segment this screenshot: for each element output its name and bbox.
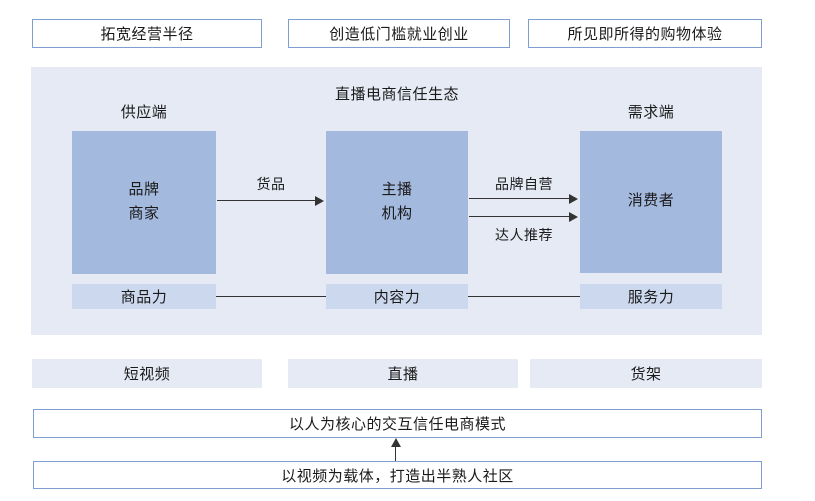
platform-box-live-stream: 直播 [288, 359, 518, 388]
flow-line-influencer-recommendation [469, 216, 571, 217]
outcome-box-2: 创造低门槛就业创业 [288, 19, 510, 48]
statement-connector-arrowhead [391, 438, 401, 447]
capability-label-service-power: 服务力 [627, 290, 675, 306]
outcome-box-3: 所见即所得的购物体验 [528, 19, 762, 48]
capability-connector-left [216, 296, 326, 297]
capability-label-content-power: 内容力 [373, 290, 421, 306]
flow-arrowhead-brand-self-operated [569, 194, 578, 204]
statement-box-trust-model: 以人为核心的交互信任电商模式 [33, 409, 762, 438]
platform-label-live-stream: 直播 [387, 367, 419, 383]
statement-label-trust-model: 以人为核心的交互信任电商模式 [288, 417, 506, 433]
capability-label-product-power: 商品力 [120, 290, 168, 306]
actor-box-consumer: 消费者 [580, 131, 722, 273]
platform-box-short-video: 短视频 [32, 359, 262, 388]
demand-side-label: 需求端 [627, 105, 675, 121]
flow-label-goods: 货品 [256, 178, 286, 193]
outcome-label-1: 拓宽经营半径 [100, 27, 194, 43]
outcome-label-3: 所见即所得的购物体验 [567, 27, 723, 43]
actor-label-anchor-line1: 主播 [381, 182, 413, 199]
capability-box-product-power: 商品力 [72, 284, 216, 309]
flow-label-brand-self-operated: 品牌自营 [495, 178, 553, 193]
actor-label-brand-line1: 品牌 [128, 182, 160, 199]
flow-line-brand-self-operated [469, 198, 571, 199]
platform-box-shelf: 货架 [530, 359, 762, 388]
outcome-label-2: 创造低门槛就业创业 [329, 27, 469, 43]
capability-box-content-power: 内容力 [326, 284, 468, 309]
actor-box-anchor-agency: 主播 机构 [326, 131, 468, 274]
supply-side-label: 供应端 [120, 105, 168, 121]
platform-label-short-video: 短视频 [123, 367, 171, 383]
actor-label-brand-line2: 商家 [128, 205, 160, 222]
actor-box-brand-merchant: 品牌 商家 [72, 131, 216, 274]
outcome-box-1: 拓宽经营半径 [32, 19, 262, 48]
platform-label-shelf: 货架 [630, 367, 662, 383]
statement-label-community: 以视频为载体，打造出半熟人社区 [281, 468, 514, 485]
capability-box-service-power: 服务力 [580, 284, 722, 309]
flow-arrowhead-goods [315, 196, 324, 206]
actor-label-anchor-line2: 机构 [381, 205, 413, 222]
statement-box-community: 以视频为载体，打造出半熟人社区 [33, 461, 762, 489]
ecosystem-title: 直播电商信任生态 [334, 87, 459, 103]
statement-connector-line [395, 446, 396, 461]
flow-arrowhead-influencer-recommendation [569, 212, 578, 222]
flow-line-goods [217, 200, 317, 201]
actor-label-consumer-line1: 消费者 [627, 193, 675, 210]
flow-label-influencer-recommendation: 达人推荐 [495, 229, 553, 244]
capability-connector-right [468, 296, 580, 297]
